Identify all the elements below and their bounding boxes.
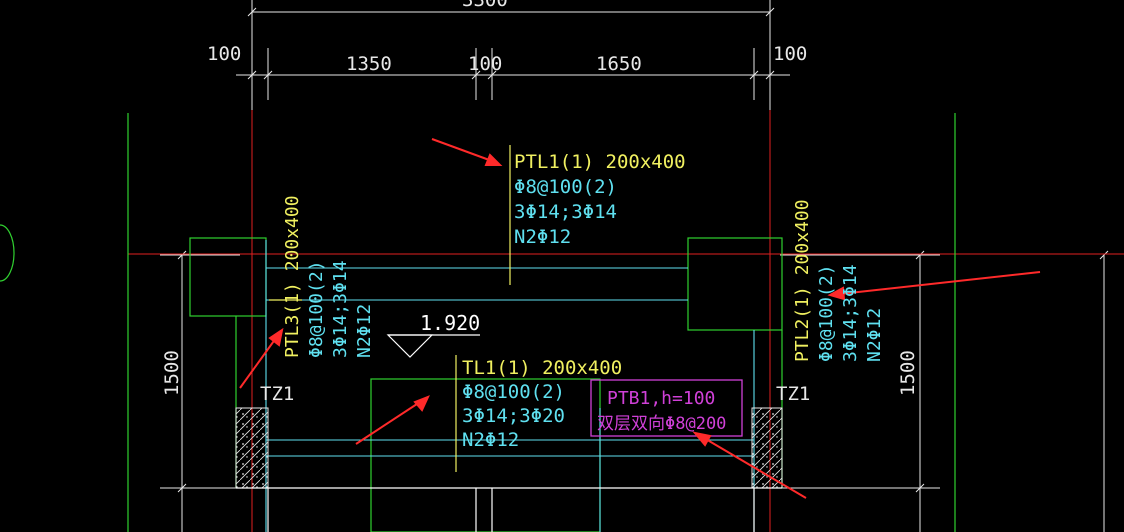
ptl3-title: PTL3(1) 200x400 — [282, 195, 303, 358]
ptl2-stirrup: Φ8@100(2) — [816, 264, 837, 362]
tl1-side: N2Φ12 — [462, 429, 519, 451]
ptl3-stirrup: Φ8@100(2) — [306, 260, 327, 358]
slab-title: PTB1,h=100 — [607, 388, 715, 409]
dim-1650: 1650 — [596, 53, 642, 75]
slab-reinforcement: 双层双向Φ8@200 — [597, 414, 726, 434]
annotation-arrows — [239, 138, 1041, 499]
ptl1-stirrup: Φ8@100(2) — [514, 176, 617, 198]
leader-lines — [269, 145, 511, 472]
tl1-title: TL1(1) 200x400 — [462, 357, 622, 379]
tl1-bars: 3Φ14;3Φ20 — [462, 405, 565, 427]
ptl2-bars: 3Φ14;3Φ14 — [840, 264, 861, 362]
dim-right-100: 100 — [773, 43, 807, 65]
column-label-left: TZ1 — [260, 383, 294, 405]
dim-height-left: 1500 — [161, 350, 183, 396]
dim-mid-100: 100 — [468, 53, 502, 75]
column-left — [235, 407, 269, 489]
bottom-lines — [236, 487, 782, 532]
ptl2-title: PTL2(1) 200x400 — [792, 199, 813, 362]
dim-height-right: 1500 — [897, 350, 919, 396]
dim-1350: 1350 — [346, 53, 392, 75]
column-label-right: TZ1 — [776, 383, 810, 405]
elevation-symbol — [386, 334, 480, 358]
ptl3-side: N2Φ12 — [354, 304, 375, 358]
ptl1-title: PTL1(1) 200x400 — [514, 151, 686, 173]
ptl1-bars: 3Φ14;3Φ14 — [514, 201, 617, 223]
ptl1-side: N2Φ12 — [514, 226, 571, 248]
slab-label-box — [590, 379, 743, 437]
elevation-value: 1.920 — [420, 311, 480, 335]
tl1-stirrup: Φ8@100(2) — [462, 381, 565, 403]
dim-left-100: 100 — [207, 43, 241, 65]
axis-lines — [128, 110, 1124, 532]
ptl3-bars: 3Φ14;3Φ14 — [330, 260, 351, 358]
ptl2-side: N2Φ12 — [864, 308, 885, 362]
dimension-lines — [236, 0, 790, 110]
dim-overall: 3300 — [462, 0, 508, 11]
